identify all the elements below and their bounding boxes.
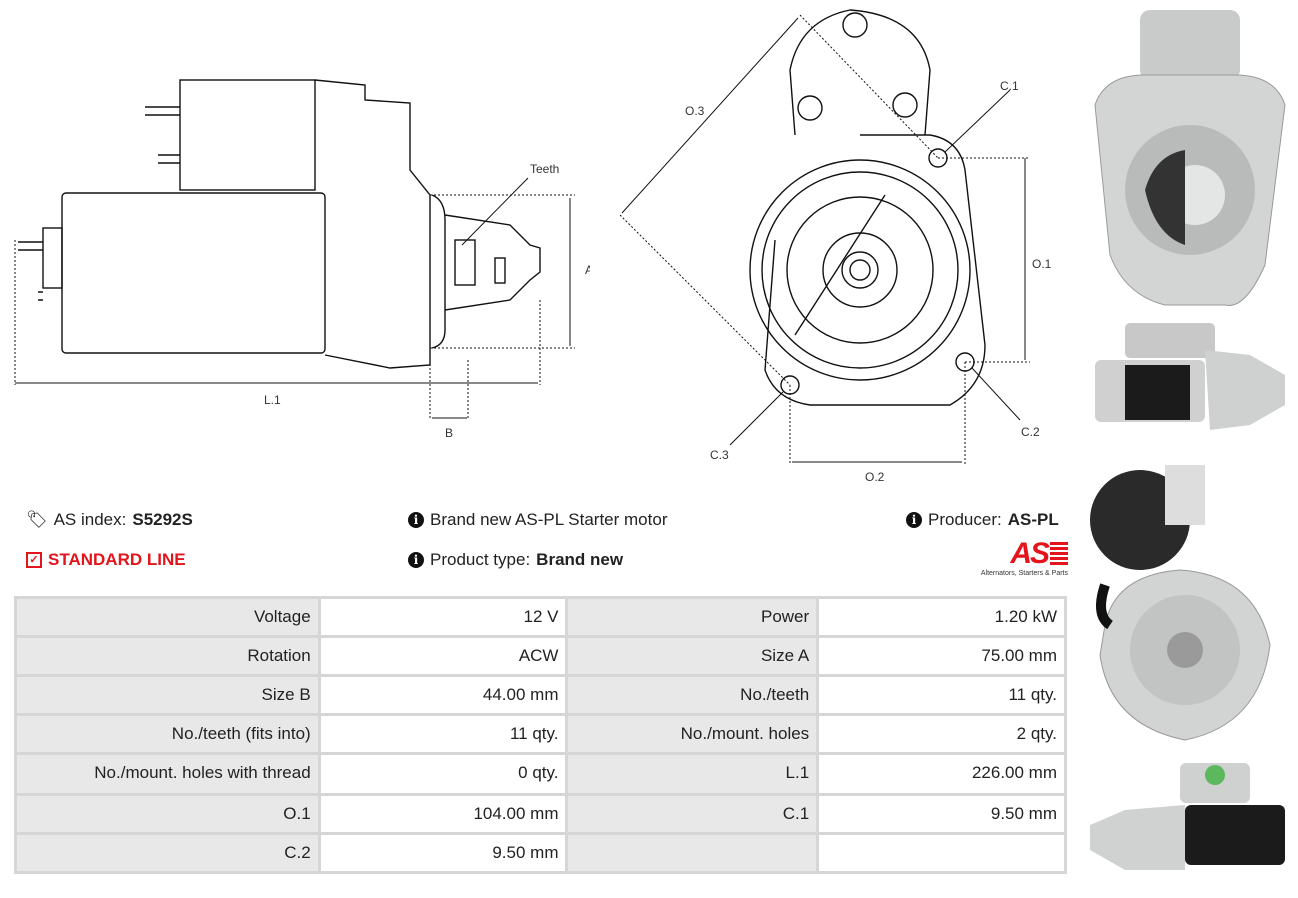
spec-value: 2 qty.: [816, 713, 1067, 755]
spec-label: L.1: [565, 752, 820, 796]
product-type-value: Brand new: [536, 550, 624, 569]
producer-label: Producer:: [928, 510, 1002, 529]
producer: i Producer: AS-PL: [906, 510, 1059, 530]
description: i Brand new AS-PL Starter motor: [408, 510, 667, 530]
spec-value: 104.00 mm: [317, 793, 569, 835]
standard-line-label: STANDARD LINE: [48, 550, 186, 569]
spec-value: 9.50 mm: [816, 793, 1067, 835]
as-index: 🏷 AS index: S5292S: [26, 510, 193, 530]
spec-label: No./teeth (fits into): [14, 713, 321, 755]
motor-body: [61, 192, 326, 354]
photo-top[interactable]: [1090, 763, 1285, 870]
product-type: i Product type: Brand new: [408, 550, 623, 570]
spec-label: C.2: [14, 832, 321, 874]
spec-value: 44.00 mm: [317, 674, 569, 716]
spec-value: ACW: [317, 635, 569, 677]
spec-value: 1.20 kW: [816, 596, 1067, 638]
dim-l1-label: L.1: [264, 393, 281, 407]
producer-value: AS-PL: [1007, 510, 1059, 529]
photo-rear[interactable]: [1090, 465, 1271, 741]
flange-drawing: O.3 O.1 O.2 C.1 C.2 C.3: [619, 9, 1052, 484]
dim-b-label: B: [445, 426, 453, 440]
info-icon: i: [408, 512, 424, 528]
spec-label: O.1: [14, 793, 321, 835]
spec-label: Rotation: [14, 635, 321, 677]
spec-label: No./teeth: [565, 674, 820, 716]
photo-front[interactable]: [1094, 10, 1286, 306]
dim-c1-label: C.1: [1000, 79, 1019, 93]
product-type-label: Product type:: [430, 550, 531, 569]
checkbox-icon: ✓: [26, 552, 42, 568]
spec-value: 11 qty.: [317, 713, 569, 755]
dim-o3-label: O.3: [685, 104, 705, 118]
spec-label: Size B: [14, 674, 321, 716]
teeth-label: Teeth: [530, 162, 559, 176]
photo-side[interactable]: [1095, 323, 1285, 430]
info-icon: i: [906, 512, 922, 528]
dim-c3-label: C.3: [710, 448, 729, 462]
tags-icon: 🏷: [26, 510, 48, 529]
spec-value: 0 qty.: [317, 752, 569, 796]
spec-value: 11 qty.: [816, 674, 1067, 716]
spec-label: Power: [565, 596, 820, 638]
spec-value: [816, 832, 1067, 874]
logo-text: AS: [1010, 537, 1050, 570]
spec-label: C.1: [565, 793, 820, 835]
spec-value: 226.00 mm: [816, 752, 1067, 796]
spec-value: 9.50 mm: [317, 832, 569, 874]
dim-c2-label: C.2: [1021, 425, 1040, 439]
description-text: Brand new AS-PL Starter motor: [430, 510, 668, 529]
solenoid: [179, 79, 316, 191]
info-icon: i: [408, 552, 424, 568]
side-view-drawing: Teeth A B L.1: [14, 79, 590, 440]
spec-row: No./teeth (fits into)11 qty.No./mount. h…: [14, 713, 1067, 755]
spec-label: No./mount. holes with thread: [14, 752, 321, 796]
spec-value: 12 V: [317, 596, 569, 638]
product-photos[interactable]: [1085, 5, 1295, 895]
as-index-value: S5292S: [132, 510, 193, 529]
dim-o2-label: O.2: [865, 470, 885, 484]
spec-label: Size A: [565, 635, 820, 677]
dim-o1-label: O.1: [1032, 257, 1052, 271]
spec-label: Voltage: [14, 596, 321, 638]
spec-value: 75.00 mm: [816, 635, 1067, 677]
logo-tagline: Alternators, Starters & Parts: [980, 570, 1068, 577]
spec-label: No./mount. holes: [565, 713, 820, 755]
as-index-label: AS index:: [53, 510, 127, 529]
dim-a-label: A: [585, 263, 590, 277]
as-pl-logo: AS Alternators, Starters & Parts: [966, 538, 1068, 577]
standard-line-badge: ✓ STANDARD LINE: [26, 550, 186, 570]
spec-label: [565, 832, 820, 874]
